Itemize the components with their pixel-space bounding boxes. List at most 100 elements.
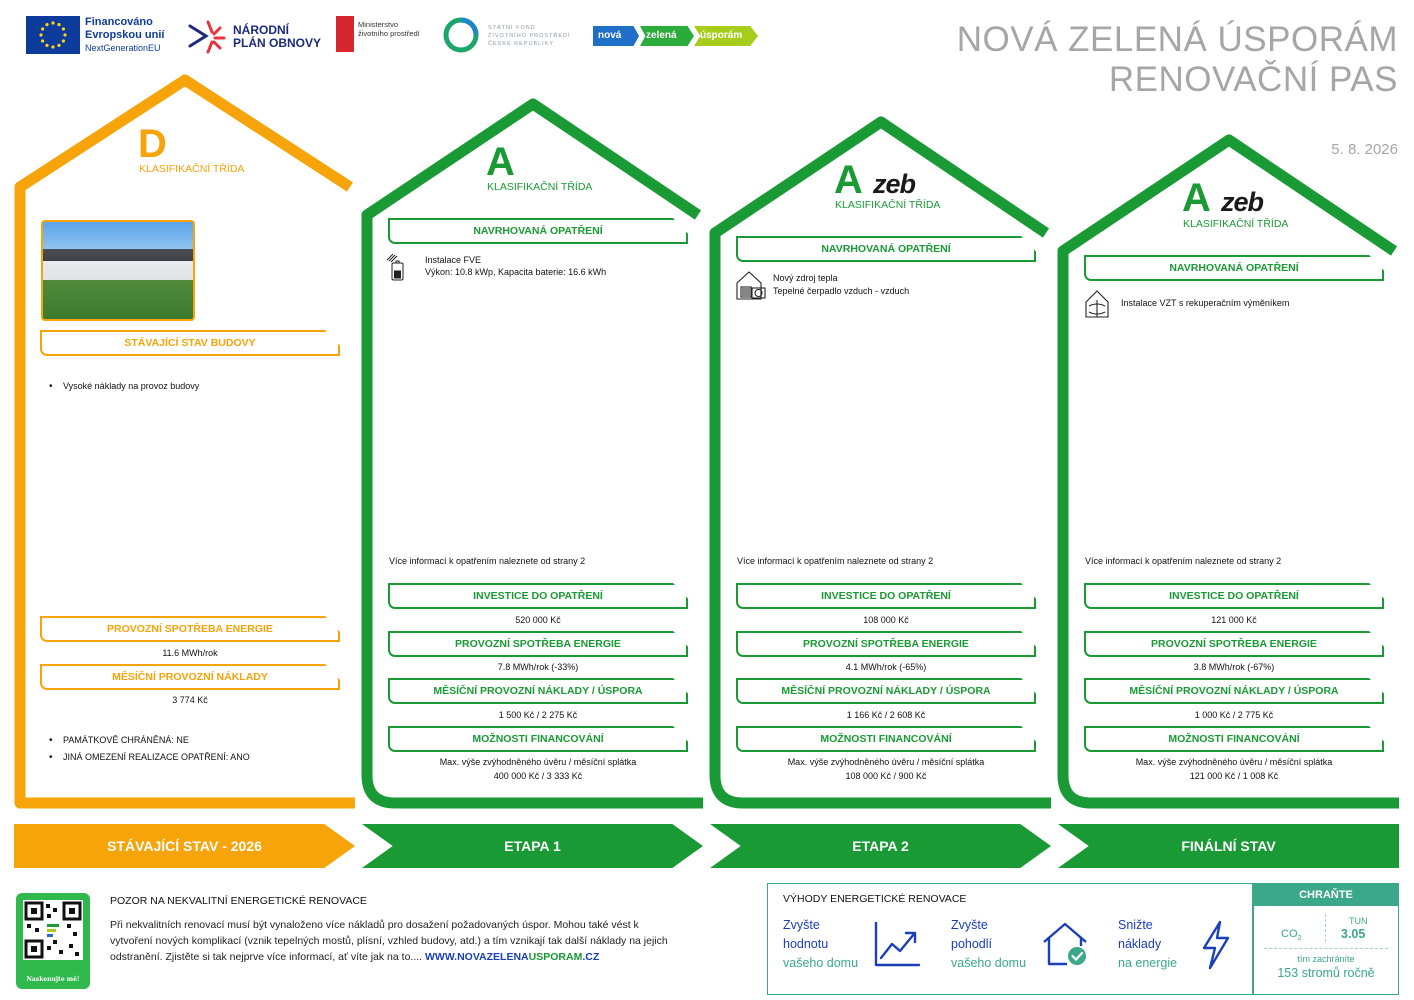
trees-label: tím zachráníte xyxy=(1297,954,1355,964)
stage2-measure-line2: Tepelné čerpadlo vzduch - vzduch xyxy=(773,286,910,296)
warning-title: POZOR NA NEKVALITNÍ ENERGETICKÉ RENOVACE xyxy=(110,895,367,907)
stage1-energy-value: 7.8 MWh/rok (-33%) xyxy=(497,662,579,672)
website-link[interactable]: WWW.NOVAZELENAUSPORAM.CZ xyxy=(425,951,600,963)
building-photo xyxy=(41,220,195,321)
tab-current-state: STÁVAJÍCÍ STAV BUDOVY xyxy=(40,330,340,356)
tab-current-cost: MĚSÍČNÍ PROVOZNÍ NÁKLADY xyxy=(40,664,340,690)
final-invest-value: 121 000 Kč xyxy=(1211,615,1257,625)
qr-caption: Naskenujte mě! xyxy=(26,976,80,983)
house-check-icon xyxy=(1041,920,1091,973)
final-finance-line2: 121 000 Kč / 1 008 Kč xyxy=(1189,771,1279,781)
tab-final-energy: PROVOZNÍ SPOTŘEBA ENERGIE xyxy=(1084,631,1384,657)
stage2-more-info: Více informací k opatřením naleznete od … xyxy=(737,556,934,566)
tab-stage1-measures: NAVRHOVANÁ OPATŘENÍ xyxy=(388,218,688,244)
co2-label: CO2 xyxy=(1281,928,1302,943)
final-more-info: Více informací k opatřením naleznete od … xyxy=(1085,556,1282,566)
stage1-measure-line1: Instalace FVE xyxy=(425,255,482,265)
stage1-finance-line2: 400 000 Kč / 3 333 Kč xyxy=(493,771,583,781)
eu-flag-logo xyxy=(26,16,80,54)
tab-stage1-cost: MĚSÍČNÍ PROVOZNÍ NÁKLADY / ÚSPORA xyxy=(388,678,688,704)
tab-current-energy: PROVOZNÍ SPOTŘEBA ENERGIE xyxy=(40,616,340,642)
benefit-costs: Snižte náklady na energie xyxy=(1118,918,1178,970)
final-energy-value: 3.8 MWh/rok (-67%) xyxy=(1193,662,1275,672)
lightning-icon xyxy=(1198,920,1234,975)
class-label-current: KLASIFIKAČNÍ TŘÍDA xyxy=(139,163,245,175)
sfzp-logo-icon xyxy=(443,17,479,58)
stage2-cost-value: 1 166 Kč / 2 608 Kč xyxy=(846,710,926,720)
protect-title: CHRAŇTE xyxy=(1254,884,1398,906)
date: 5. 8. 2026 xyxy=(1331,141,1398,158)
tab-stage2-invest: INVESTICE DO OPATŘENÍ xyxy=(736,583,1036,609)
stage2-finance-line1: Max. výše zvýhodněného úvěru / měsíční s… xyxy=(787,757,985,767)
class-letter-current: D xyxy=(138,122,167,166)
benefit-value: Zvyšte hodnotu vašeho domu xyxy=(783,918,859,970)
tun-value: 3.05 xyxy=(1341,927,1366,941)
zeb-logo-stage2: zeb xyxy=(873,169,916,199)
tab-stage1-finance: MOŽNOSTI FINANCOVÁNÍ xyxy=(388,726,688,752)
warning-body: Při nekvalitních renovací musí být vynal… xyxy=(110,919,668,963)
benefit-comfort: Zvyšte pohodlí vašeho domu xyxy=(951,918,1027,970)
stage2-measure-line1: Nový zdroj tepla xyxy=(773,273,838,283)
nzu-tag-nova: nová xyxy=(593,26,639,46)
banner-current-state: STÁVAJÍCÍ STAV - 2026 xyxy=(14,824,355,868)
sfzp-logo-text: STÁTNÍ FOND ŽIVOTNÍHO PROSTŘEDÍ ČESKÉ RE… xyxy=(488,25,571,47)
qr-pattern xyxy=(23,900,83,960)
stage1-finance-line1: Max. výše zvýhodněného úvěru / měsíční s… xyxy=(439,757,637,767)
banner-stage1: ETAPA 1 xyxy=(362,824,703,868)
heat-pump-icon xyxy=(735,269,767,301)
class-label-stage2: KLASIFIKAČNÍ TŘÍDA xyxy=(835,199,941,211)
chart-up-icon xyxy=(873,920,921,973)
final-cost-value: 1 000 Kč / 2 775 Kč xyxy=(1194,710,1274,720)
banner-final: FINÁLNÍ STAV xyxy=(1058,824,1399,868)
benefits-box: VÝHODY ENERGETICKÉ RENOVACE Zvyšte hodno… xyxy=(767,883,1253,995)
nzu-tag-zelena: zelená xyxy=(640,26,694,46)
tab-stage2-finance: MOŽNOSTI FINANCOVÁNÍ xyxy=(736,726,1036,752)
protect-separator-vertical xyxy=(1325,914,1326,942)
tab-final-finance: MOŽNOSTI FINANCOVÁNÍ xyxy=(1084,726,1384,752)
tab-stage2-cost: MĚSÍČNÍ PROVOZNÍ NÁKLADY / ÚSPORA xyxy=(736,678,1036,704)
stage1-more-info: Více informací k opatřením naleznete od … xyxy=(389,556,586,566)
class-label-final: KLASIFIKAČNÍ TŘÍDA xyxy=(1183,218,1289,230)
stage1-cost-value: 1 500 Kč / 2 275 Kč xyxy=(498,710,578,720)
zeb-logo-final: zeb xyxy=(1221,187,1264,217)
class-letter-stage1: A xyxy=(486,140,515,184)
stage2-energy-value: 4.1 MWh/rok (-65%) xyxy=(845,662,927,672)
warning-text: Při nekvalitních renovací musí být vynal… xyxy=(110,917,670,965)
tab-stage2-measures: NAVRHOVANÁ OPATŘENÍ xyxy=(736,236,1036,262)
mzp-logo-icon xyxy=(336,16,354,52)
eu-funding-text: Financováno Evropskou unií NextGeneratio… xyxy=(85,16,165,53)
current-note-restrictions: JINÁ OMEZENÍ REALIZACE OPATŘENÍ: ANO xyxy=(45,751,250,764)
protect-box: CHRAŇTE CO2 TUN 3.05 tím zachráníte 153 … xyxy=(1253,883,1399,995)
tun-label: TUN xyxy=(1349,916,1368,926)
tab-final-invest: INVESTICE DO OPATŘENÍ xyxy=(1084,583,1384,609)
ventilation-icon xyxy=(1084,288,1112,320)
current-bullet: Vysoké náklady na provoz budovy xyxy=(45,380,199,393)
mzp-logo-text: Ministerstvo životního prostředí xyxy=(358,20,420,38)
stage2-invest-value: 108 000 Kč xyxy=(863,615,909,625)
page-title: NOVÁ ZELENÁ ÚSPORÁM RENOVAČNÍ PAS xyxy=(956,20,1398,99)
tab-stage1-energy: PROVOZNÍ SPOTŘEBA ENERGIE xyxy=(388,631,688,657)
tab-final-cost: MĚSÍČNÍ PROVOZNÍ NÁKLADY / ÚSPORA xyxy=(1084,678,1384,704)
final-finance-line1: Max. výše zvýhodněného úvěru / měsíční s… xyxy=(1135,757,1333,767)
stage1-measure-line2: Výkon: 10.8 kWp, Kapacita baterie: 16.6 … xyxy=(425,267,607,277)
class-label-stage1: KLASIFIKAČNÍ TŘÍDA xyxy=(487,181,593,193)
tab-stage1-invest: INVESTICE DO OPATŘENÍ xyxy=(388,583,688,609)
current-energy-value: 11.6 MWh/rok xyxy=(162,648,218,658)
class-letter-final: A xyxy=(1182,176,1211,220)
npo-logo-text: NÁRODNÍ PLÁN OBNOVY xyxy=(233,23,322,50)
stage1-invest-value: 520 000 Kč xyxy=(515,615,561,625)
solar-battery-icon xyxy=(386,252,408,281)
npo-logo-icon xyxy=(186,18,228,59)
tab-final-measures: NAVRHOVANÁ OPATŘENÍ xyxy=(1084,255,1384,281)
current-cost-value: 3 774 Kč xyxy=(172,695,208,705)
stage2-finance-line2: 108 000 Kč / 900 Kč xyxy=(845,771,927,781)
tab-stage2-energy: PROVOZNÍ SPOTŘEBA ENERGIE xyxy=(736,631,1036,657)
protect-separator-horizontal xyxy=(1264,948,1388,949)
class-letter-stage2: A xyxy=(834,158,863,202)
benefits-title: VÝHODY ENERGETICKÉ RENOVACE xyxy=(783,893,967,905)
final-measure-line1: Instalace VZT s rekuperačním výměníkem xyxy=(1121,298,1290,308)
qr-code[interactable]: Naskenujte mě! xyxy=(16,893,90,989)
trees-value: 153 stromů ročně xyxy=(1277,966,1375,980)
current-note-heritage: PAMÁTKOVĚ CHRÁNĚNÁ: NE xyxy=(45,734,189,747)
